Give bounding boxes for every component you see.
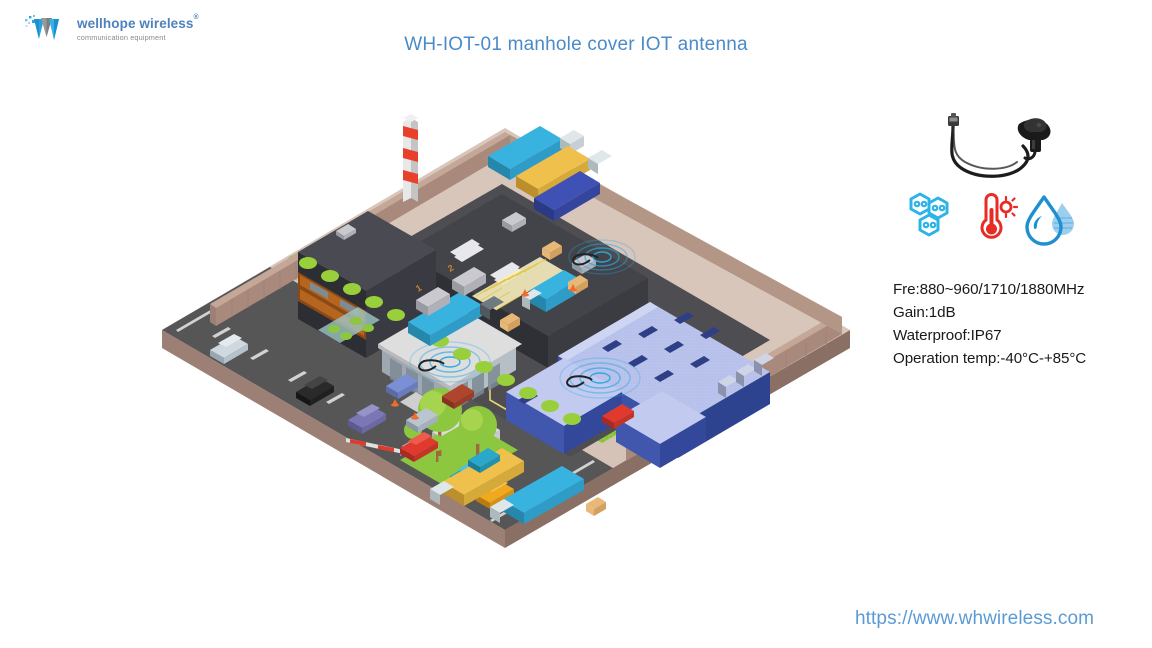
spec-list: Fre:880~960/1710/1880MHz Gain:1dB Waterp… bbox=[893, 278, 1143, 370]
hexagon-molecule-icon bbox=[898, 190, 954, 251]
registered-mark: ® bbox=[193, 13, 199, 21]
water-drop-icon bbox=[1020, 190, 1078, 253]
svg-text:2: 2 bbox=[446, 263, 455, 274]
spec-gain: Gain:1dB bbox=[893, 304, 956, 321]
spec-waterproof: Waterproof:IP67 bbox=[893, 327, 1002, 344]
spec-frequency: Fre:880~960/1710/1880MHz bbox=[893, 281, 1085, 298]
isometric-industrial-illustration: 1 2 bbox=[150, 100, 860, 550]
brand-wordmark: wellhope wireless® communication equipme… bbox=[77, 13, 199, 42]
spec-operation-temp: Operation temp:-40°C-+85°C bbox=[893, 350, 1087, 367]
wellhope-w-logo-icon bbox=[24, 13, 70, 45]
website-url[interactable]: https://www.whwireless.com bbox=[855, 608, 1095, 629]
product-antenna-photo bbox=[935, 112, 1065, 192]
svg-text:1: 1 bbox=[414, 283, 423, 294]
brand-logo: wellhope wireless® communication equipme… bbox=[24, 12, 204, 46]
thermometer-sun-icon bbox=[964, 190, 1020, 251]
brand-tagline: communication equipment bbox=[77, 32, 166, 42]
feature-icon-row bbox=[898, 190, 1088, 250]
brand-name: wellhope wireless® bbox=[77, 13, 199, 32]
page-title: WH-IOT-01 manhole cover IOT antenna bbox=[404, 34, 748, 55]
